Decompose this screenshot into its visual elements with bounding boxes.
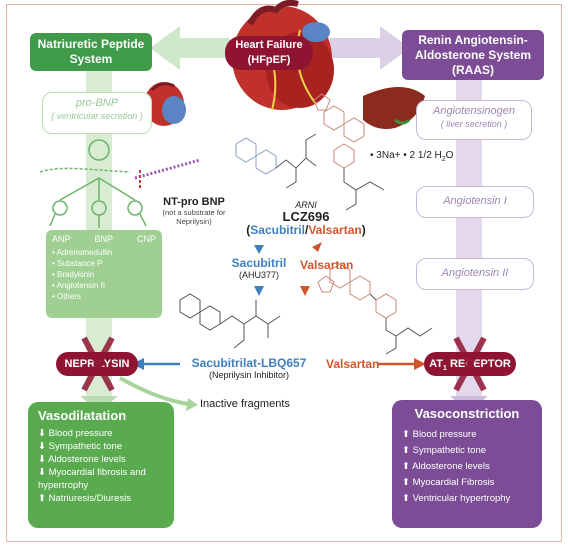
- pro-bnp-box: pro-BNP ( ventricular secretion ): [42, 92, 152, 134]
- substrate-box: ANP BNP CNP • Adrenomedullin • Substance…: [46, 230, 162, 318]
- outcome-item: ⬇ Aldosterone levels: [38, 454, 126, 465]
- valsartan-label: Valsartan: [300, 258, 354, 272]
- arrow-to-nps: [150, 26, 230, 70]
- angiotensin-2-label: Angiotensin II: [441, 267, 509, 279]
- neprilysin-x-icon: [81, 336, 115, 392]
- raas-header: Renin Angiotensin-Aldosterone System (RA…: [402, 30, 544, 80]
- valsartan-arrow-label: Valsartan: [326, 357, 380, 371]
- nps-header-text: Natriuretic Peptide System: [37, 37, 145, 66]
- lcz696-label: ARNI LCZ696 (Sacubitril/Valsartan): [236, 200, 376, 237]
- outcome-item: ⬆ Aldosterone levels: [402, 461, 490, 472]
- sacubitrilat-molecule: [179, 293, 281, 349]
- substrate-list: • Adrenomedullin • Substance P • Bradyki…: [52, 247, 156, 302]
- peptide-bnp: BNP: [94, 234, 113, 244]
- outcome-item: ⬆ Natriuresis/Diuresis: [38, 493, 131, 504]
- heart-failure-title: Heart Failure: [235, 39, 303, 51]
- peptide-anp: ANP: [52, 234, 71, 244]
- ntpro-bnp: NT-pro BNP (not a substrate for Neprilys…: [154, 196, 234, 226]
- val-down-arrow: [300, 286, 310, 296]
- sacubitrilat-note: (Neprilysin Inhibitor): [208, 370, 290, 380]
- heart-failure-subtitle: (HFpEF): [247, 54, 291, 66]
- vasodilatation-list: ⬇ Blood pressure ⬇ Sympathetic tone ⬇ Al…: [38, 427, 164, 505]
- peptide-cnp: CNP: [136, 234, 156, 244]
- lcz696-name: LCZ696: [282, 209, 330, 224]
- inactive-arrow: [119, 376, 189, 406]
- raas-header-text: Renin Angiotensin-Aldosterone System (RA…: [414, 33, 532, 77]
- angiotensinogen-box: Angiotensinogen ( liver secretion ): [416, 100, 532, 140]
- peptide-cleavage: [39, 139, 147, 228]
- outcome-item: ⬆ Sympathetic tone: [402, 445, 487, 456]
- arni-label: ARNI: [295, 200, 317, 210]
- outcome-item: ⬇ Myocardial fibrosis and hypertrophy: [38, 467, 146, 491]
- substrate-item: • Bradykinin: [52, 270, 95, 279]
- outcome-item: ⬆ Ventricular hypertrophy: [402, 493, 511, 504]
- ntpro-note: (not a substrate for Neprilysin): [162, 208, 226, 226]
- sacubitrilat-label: Sacubitrilat-LBQ657 (Neprilysin Inhibito…: [184, 356, 314, 380]
- sacubitrilat-name: Sacubitrilat-LBQ657: [191, 356, 307, 370]
- angiotensinogen-note: ( liver secretion ): [440, 119, 508, 129]
- substrate-item: • Others: [52, 292, 82, 301]
- angiotensin-1-box: Angiotensin I: [416, 186, 534, 218]
- heart-failure-label: Heart Failure (HFpEF): [225, 36, 313, 70]
- outcome-item: ⬆ Blood pressure: [402, 429, 477, 440]
- pro-bnp-note: ( ventricular secretion ): [51, 111, 143, 121]
- liver-image: [363, 87, 425, 129]
- vasodilatation-panel: Vasodilatation ⬇ Blood pressure ⬇ Sympat…: [28, 402, 174, 528]
- outcome-item: ⬇ Sympathetic tone: [38, 441, 123, 452]
- at1-x-icon: [453, 336, 487, 392]
- sacubitril-code: (AHU377): [238, 270, 279, 280]
- ntpro-chain: [134, 158, 201, 180]
- outcome-item: ⬇ Blood pressure: [38, 428, 113, 439]
- sac-down-arrow: [254, 286, 264, 296]
- sacubitril-component: Sacubitril: [250, 223, 305, 237]
- vasoconstriction-title: Vasoconstriction: [414, 406, 520, 421]
- nps-header: Natriuretic Peptide System: [30, 33, 152, 71]
- substrate-item: • Substance P: [52, 259, 103, 268]
- sacubitril-split-arrow: [254, 245, 264, 254]
- lcz696-molecule: [235, 93, 385, 211]
- sacubitril-name: Sacubitril: [231, 256, 287, 270]
- substrate-item: • Angiotensin II: [52, 281, 106, 290]
- sacubitril-label: Sacubitril (AHU377): [222, 256, 296, 280]
- arrow-to-raas: [330, 26, 410, 70]
- lcz696-components: (Sacubitril/Valsartan): [246, 223, 366, 237]
- angiotensin-1-label: Angiotensin I: [443, 195, 507, 207]
- inactive-fragments: Inactive fragments: [200, 398, 290, 410]
- peptide-row: ANP BNP CNP: [52, 234, 156, 244]
- vasoconstriction-panel: Vasoconstriction ⬆ Blood pressure ⬆ Symp…: [392, 400, 542, 528]
- small-heart-image: [144, 82, 186, 126]
- substrate-item: • Adrenomedullin: [52, 248, 113, 257]
- salt-formula: • 3Na+ • 2 1/2 H2O: [370, 150, 454, 163]
- ntpro-title: NT-pro BNP: [163, 196, 225, 208]
- pro-bnp-label: pro-BNP: [75, 97, 119, 109]
- vasoconstriction-list: ⬆ Blood pressure ⬆ Sympathetic tone ⬆ Al…: [402, 427, 532, 507]
- angiotensinogen-label: Angiotensinogen: [433, 105, 515, 117]
- angiotensin-2-box: Angiotensin II: [416, 258, 534, 290]
- valsartan-split-arrow: [312, 242, 322, 252]
- outcome-item: ⬆ Myocardial Fibrosis: [402, 477, 495, 488]
- vasodilatation-title: Vasodilatation: [38, 408, 127, 423]
- valsartan-component: Valsartan: [308, 223, 362, 237]
- valsartan-molecule: [317, 263, 433, 355]
